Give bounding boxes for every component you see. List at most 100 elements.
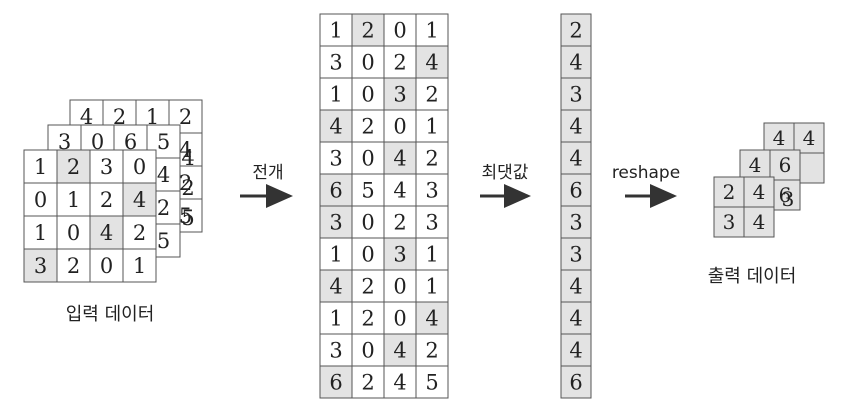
input-layer2-cell-value: 2 <box>67 254 80 278</box>
expanded-cell-value: 1 <box>329 307 342 331</box>
expanded-cell-box <box>415 237 449 271</box>
expanded-cell-value: 0 <box>361 339 374 363</box>
input-layer1-cell-value: 3 <box>58 130 71 154</box>
expanded-cell-box <box>319 365 353 399</box>
expanded-cell-box <box>415 205 449 239</box>
input-data-stack: 4212244446323005306543243022240512300124… <box>23 99 203 283</box>
input-layer1-cell-value: 4 <box>157 163 170 187</box>
expand-label: 전개 <box>252 163 283 183</box>
expanded-cell-value: 1 <box>329 243 342 267</box>
input-layer1-cell-value: 2 <box>157 196 170 220</box>
expanded-cell-box <box>383 13 417 47</box>
expanded-cell-value: 3 <box>329 211 342 235</box>
input-side-digit: 4 <box>181 146 194 170</box>
max-cell-box <box>560 109 592 143</box>
expanded-cell-box <box>415 109 449 143</box>
input-layer2-cell-value: 3 <box>34 254 47 278</box>
input-layer1-cell-value: 0 <box>91 130 104 154</box>
expanded-cell-value: 5 <box>361 179 374 203</box>
expanded-cell-value: 3 <box>393 83 406 107</box>
expanded-cell-value: 1 <box>425 275 438 299</box>
max-cell-value: 4 <box>569 307 582 331</box>
expanded-cell-value: 4 <box>393 179 406 203</box>
expanded-cell-value: 2 <box>425 339 438 363</box>
output-side-digit: 3 <box>782 187 795 211</box>
expanded-cell-value: 0 <box>361 147 374 171</box>
max-cell-box <box>560 13 592 47</box>
input-layer2-cell-value: 3 <box>100 155 113 179</box>
expanded-cell-value: 4 <box>425 307 438 331</box>
input-layer2-cell-box <box>23 215 58 250</box>
expanded-cell-value: 4 <box>393 371 406 395</box>
max-cell-value: 3 <box>569 83 582 107</box>
input-layer2-cell-value: 4 <box>133 188 146 212</box>
max-cell-box <box>560 269 592 303</box>
expanded-cell-value: 3 <box>329 51 342 75</box>
expanded-cell-box <box>319 269 353 303</box>
output-label: 출력 데이터 <box>708 266 797 287</box>
expanded-cell-box <box>415 269 449 303</box>
expanded-cell-value: 1 <box>425 115 438 139</box>
output-layer0-cell-value: 4 <box>773 126 786 150</box>
input-layer2-cell-value: 1 <box>67 188 80 212</box>
output-layer2-cell-value: 4 <box>753 180 766 204</box>
max-cell-box <box>560 365 592 399</box>
expanded-cell-box <box>319 45 353 79</box>
expanded-cell-value: 3 <box>329 339 342 363</box>
expanded-cell-box <box>351 109 385 143</box>
expanded-cell-box <box>319 109 353 143</box>
expanded-cell-value: 2 <box>361 275 374 299</box>
input-layer2-cell-box <box>23 149 58 184</box>
expanded-cell-value: 2 <box>425 147 438 171</box>
expanded-cell-value: 2 <box>361 371 374 395</box>
input-layer2-cell-value: 2 <box>133 221 146 245</box>
max-cell-value: 6 <box>569 371 582 395</box>
expanded-cell-box <box>351 13 385 47</box>
expanded-cell-value: 2 <box>361 19 374 43</box>
input-layer1-cell-value: 6 <box>124 130 137 154</box>
output-layer2-cell-box <box>713 206 745 238</box>
output-layer2-cell-box <box>743 176 775 208</box>
expanded-cell-value: 6 <box>329 179 342 203</box>
expanded-cell-value: 1 <box>329 19 342 43</box>
expanded-cell-value: 4 <box>393 339 406 363</box>
expanded-cell-box <box>351 365 385 399</box>
expanded-cell-box <box>415 77 449 111</box>
expanded-cell-value: 1 <box>425 243 438 267</box>
expanded-cell-value: 3 <box>329 147 342 171</box>
expanded-cell-value: 3 <box>425 179 438 203</box>
input-layer0-cell-value: 2 <box>113 105 126 129</box>
expanded-cell-box <box>415 141 449 175</box>
expanded-cell-box <box>319 77 353 111</box>
input-layer2-cell-box <box>122 149 157 184</box>
input-layer2-cell-value: 2 <box>67 155 80 179</box>
input-layer2-cell-value: 0 <box>100 254 113 278</box>
input-layer2-cell-value: 1 <box>133 254 146 278</box>
expanded-cell-value: 0 <box>361 83 374 107</box>
reshape-label: reshape <box>612 163 680 183</box>
output-layer2-cell-value: 3 <box>723 210 736 234</box>
max-label: 최댓값 <box>482 163 529 183</box>
input-layer0-cell-value: 5 <box>179 204 192 228</box>
expanded-cell-box <box>415 173 449 207</box>
expanded-cell-value: 0 <box>393 275 406 299</box>
expanded-cell-value: 3 <box>425 211 438 235</box>
expanded-cell-value: 5 <box>425 371 438 395</box>
expanded-cell-box <box>415 13 449 47</box>
input-layer0-cell-value: 1 <box>146 105 159 129</box>
input-layer2-cell-box <box>23 248 58 283</box>
expanded-cell-value: 6 <box>329 371 342 395</box>
input-layer2-cell-value: 2 <box>100 188 113 212</box>
output-layer2-cell-value: 4 <box>753 210 766 234</box>
input-layer2-cell-value: 0 <box>34 188 47 212</box>
input-layer0-cell-value: 4 <box>179 138 192 162</box>
max-cell-box <box>560 45 592 79</box>
output-layer1-cell-box <box>769 179 801 211</box>
output-layer1-cell-value: 6 <box>779 183 792 207</box>
input-layer2-cell-value: 4 <box>100 221 113 245</box>
max-cell-box <box>560 237 592 271</box>
max-cell-box <box>560 77 592 111</box>
max-cell-value: 4 <box>569 51 582 75</box>
